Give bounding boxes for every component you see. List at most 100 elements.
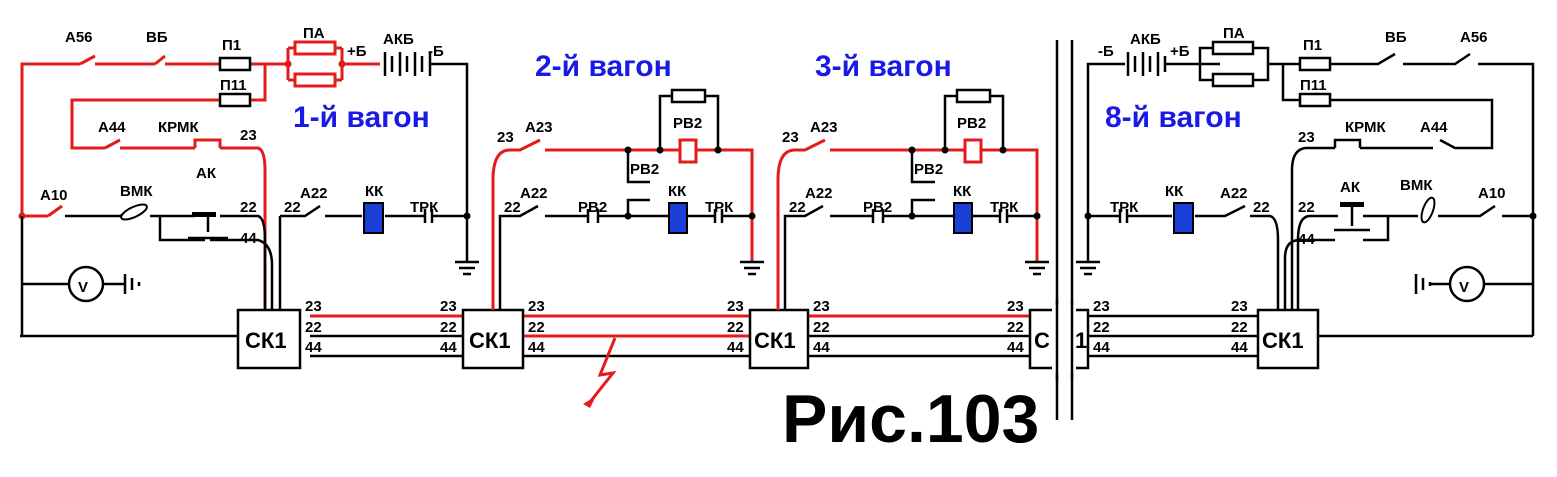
svg-text:А10: А10 [40, 187, 68, 204]
car-label-8: 8-й вагон [1105, 101, 1242, 134]
svg-text:А22: А22 [300, 185, 328, 202]
svg-text:22: 22 [1231, 319, 1248, 336]
svg-text:23: 23 [305, 298, 322, 315]
svg-text:22: 22 [305, 319, 322, 336]
svg-text:ПА: ПА [1223, 25, 1245, 42]
svg-text:АКБ: АКБ [383, 31, 414, 48]
svg-text:СК1: СК1 [1262, 328, 1304, 353]
ground-icon [740, 260, 764, 276]
svg-text:22: 22 [789, 199, 806, 216]
svg-text:КРМК: КРМК [158, 119, 199, 136]
svg-text:АК: АК [1340, 179, 1361, 196]
svg-text:РВ2: РВ2 [673, 115, 702, 132]
svg-text:1: 1 [1075, 328, 1087, 353]
svg-text:А56: А56 [65, 29, 93, 46]
svg-text:СК1: СК1 [245, 328, 287, 353]
svg-text:23: 23 [1093, 298, 1110, 315]
svg-text:ВМК: ВМК [1400, 177, 1433, 194]
kk-coil-icon [953, 202, 973, 234]
svg-text:22: 22 [284, 199, 301, 216]
connector-ck1-car2a: СК1 [461, 308, 525, 370]
svg-text:ТРК: ТРК [705, 199, 734, 216]
svg-text:КК: КК [365, 183, 384, 200]
svg-text:22: 22 [528, 319, 545, 336]
ak-pressure-switch-icon [1334, 202, 1370, 232]
svg-text:А56: А56 [1460, 29, 1488, 46]
connector-ck1-car1: СК1 [236, 308, 302, 370]
svg-text:А23: А23 [525, 119, 553, 136]
svg-text:44: 44 [1093, 339, 1110, 356]
vmk-switch-icon [1420, 196, 1436, 224]
svg-text:ТРК: ТРК [1110, 199, 1139, 216]
svg-text:23: 23 [727, 298, 744, 315]
svg-text:23: 23 [1007, 298, 1024, 315]
svg-text:А22: А22 [805, 185, 833, 202]
svg-text:V: V [78, 279, 88, 296]
svg-text:44: 44 [528, 339, 545, 356]
svg-text:П1: П1 [1303, 37, 1322, 54]
svg-text:22: 22 [504, 199, 521, 216]
svg-text:22: 22 [240, 199, 257, 216]
svg-text:СК1: СК1 [469, 328, 511, 353]
rv2-coil-icon [678, 138, 698, 164]
svg-text:23: 23 [240, 127, 257, 144]
svg-text:22: 22 [1253, 199, 1270, 216]
svg-text:-Б: -Б [428, 43, 444, 60]
car3-circuit: 23 А23 РВ2 РВ2 22 А22 РВ2 КК ТРК 3-й ваг… [776, 50, 1049, 310]
svg-text:44: 44 [240, 230, 257, 247]
svg-text:44: 44 [1298, 231, 1315, 248]
svg-text:СК1: СК1 [754, 328, 796, 353]
svg-text:22: 22 [440, 319, 457, 336]
svg-text:РВ2: РВ2 [863, 199, 892, 216]
car1-circuit: V А56 ВБ П1 П11 ПА +Б АКБ -Б А44 КРМК 23… [18, 25, 479, 336]
svg-text:23: 23 [528, 298, 545, 315]
svg-text:23: 23 [1231, 298, 1248, 315]
train-line-numbers: 23 22 44 23 22 44 23 22 44 23 22 44 23 2… [305, 298, 1248, 356]
car2-circuit: 23 А23 РВ2 РВ2 22 А22 РВ2 КК ТРК 2-й ваг… [491, 50, 764, 310]
svg-text:22: 22 [1298, 199, 1315, 216]
svg-text:44: 44 [813, 339, 830, 356]
kk-coil-icon [363, 202, 384, 234]
svg-text:44: 44 [1231, 339, 1248, 356]
connector-ck1-car8: СК1 [1256, 308, 1320, 370]
svg-text:22: 22 [813, 319, 830, 336]
svg-text:ВБ: ВБ [1385, 29, 1407, 46]
voltmeter-icon: V [67, 265, 141, 303]
rv2-coil-icon [963, 138, 983, 164]
svg-text:КРМК: КРМК [1345, 119, 1386, 136]
svg-text:С: С [1034, 328, 1050, 353]
ak-pressure-switch-icon [188, 212, 228, 240]
car-label-1: 1-й вагон [293, 101, 430, 134]
svg-text:А44: А44 [1420, 119, 1448, 136]
svg-text:ТРК: ТРК [410, 199, 439, 216]
car8-circuit: V АКБ -Б +Б ПА П1 П11 ВБ А56 КРМК А44 23… [1076, 25, 1537, 336]
svg-text:А22: А22 [520, 185, 548, 202]
svg-text:АК: АК [196, 165, 217, 182]
ground-icon [1025, 260, 1049, 276]
kk-coil-icon [1173, 202, 1194, 234]
battery-icon [1126, 52, 1167, 76]
svg-text:П11: П11 [220, 77, 247, 94]
svg-text:44: 44 [305, 339, 322, 356]
svg-text:ПА: ПА [303, 25, 325, 42]
svg-text:44: 44 [440, 339, 457, 356]
svg-text:РВ2: РВ2 [630, 161, 659, 178]
svg-text:А22: А22 [1220, 185, 1248, 202]
svg-text:+Б: +Б [1170, 43, 1190, 60]
svg-text:22: 22 [727, 319, 744, 336]
connector-ck1-car2b: СК1 [748, 308, 810, 370]
svg-text:23: 23 [497, 129, 514, 146]
svg-text:23: 23 [782, 129, 799, 146]
svg-text:А44: А44 [98, 119, 126, 136]
svg-text:РВ2: РВ2 [957, 115, 986, 132]
svg-text:П1: П1 [222, 37, 241, 54]
svg-text:КК: КК [1165, 183, 1184, 200]
kk-coil-icon [668, 202, 688, 234]
ground-icon [455, 260, 479, 276]
svg-text:23: 23 [813, 298, 830, 315]
svg-text:РВ2: РВ2 [578, 199, 607, 216]
svg-text:23: 23 [1298, 129, 1315, 146]
svg-text:23: 23 [440, 298, 457, 315]
ground-icon [1076, 260, 1100, 276]
